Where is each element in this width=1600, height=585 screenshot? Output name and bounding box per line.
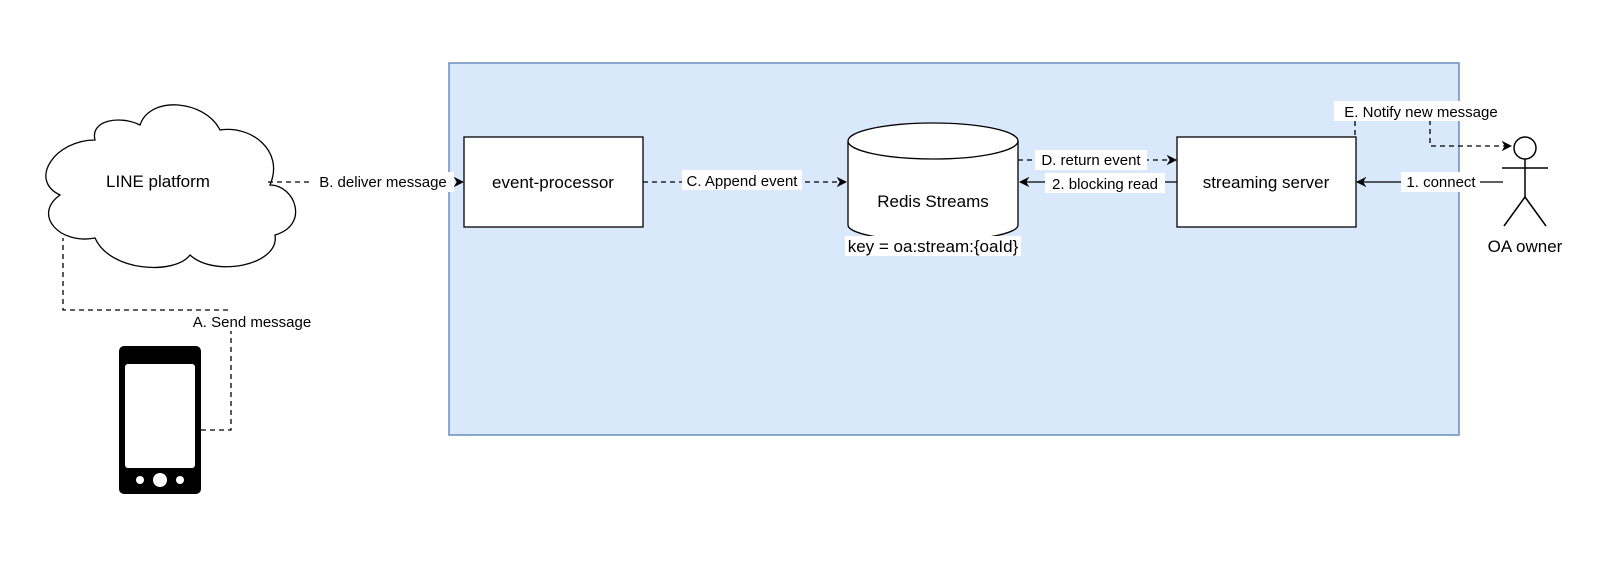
redis-streams-label: Redis Streams xyxy=(877,192,988,211)
streaming-server-label: streaming server xyxy=(1203,173,1330,192)
deliver-message-label: B. deliver message xyxy=(319,174,447,191)
connect-label: 1. connect xyxy=(1406,174,1476,191)
event-processor-box: event-processor xyxy=(463,136,644,228)
blocking-read-label: 2. blocking read xyxy=(1052,176,1158,193)
send-message-label: A. Send message xyxy=(193,314,311,331)
event-processor-label: event-processor xyxy=(492,173,614,192)
notify-label: E. Notify new message xyxy=(1344,104,1497,121)
line-platform-label: LINE platform xyxy=(106,172,210,191)
oa-owner-actor-icon xyxy=(1502,136,1548,227)
line-platform-cloud: LINE platform xyxy=(45,104,297,269)
append-event-label: C. Append event xyxy=(687,173,799,190)
oa-owner-label: OA owner xyxy=(1488,237,1563,256)
return-event-label: D. return event xyxy=(1041,152,1141,169)
send-message-edge xyxy=(62,238,232,431)
streaming-server-box: streaming server xyxy=(1176,136,1357,228)
redis-streams-cylinder: Redis Streams xyxy=(847,122,1019,242)
redis-key-label: key = oa:stream:{oaId} xyxy=(848,237,1019,256)
phone-icon xyxy=(119,346,201,494)
